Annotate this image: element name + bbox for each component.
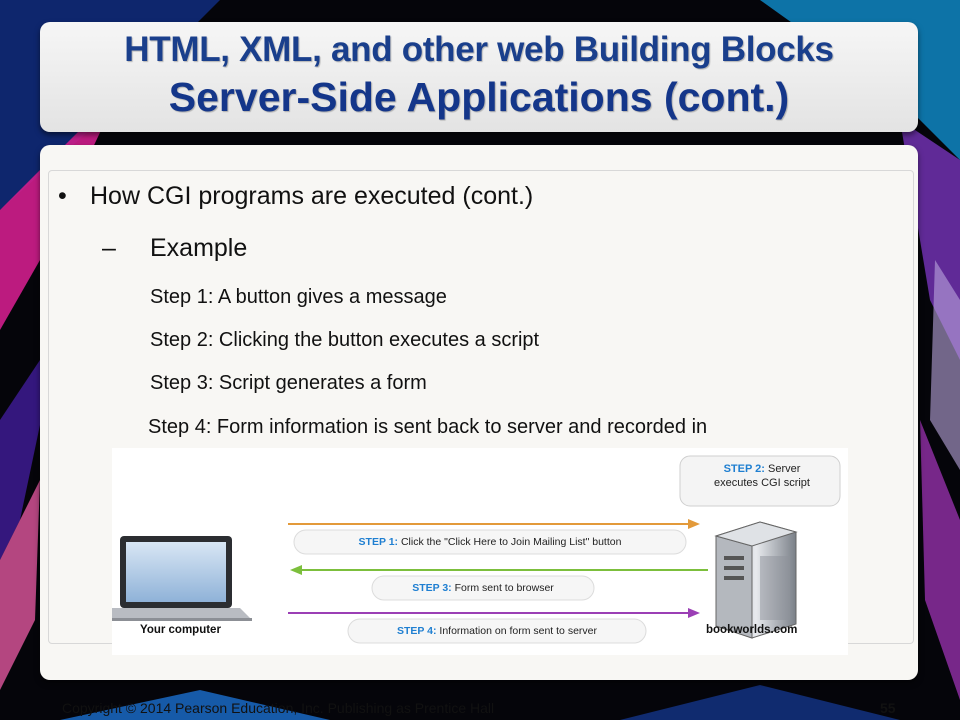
laptop-icon bbox=[112, 536, 252, 621]
step-2-callout bbox=[679, 455, 841, 507]
dash-icon: – bbox=[102, 234, 116, 262]
computer-label: Your computer bbox=[140, 624, 221, 636]
copyright-footer: Copyright © 2014 Pearson Education, Inc.… bbox=[62, 700, 495, 716]
step-3-pill bbox=[371, 575, 595, 601]
step-3-text: Step 3: Script generates a form bbox=[150, 372, 427, 394]
bullet-icon: • bbox=[58, 182, 67, 210]
step-1-label: STEP 1: bbox=[358, 536, 399, 548]
step-2-text-line1: Server bbox=[768, 463, 801, 475]
step-4-text: Step 4: Form information is sent back to… bbox=[148, 416, 708, 438]
cgi-diagram: STEP 2: Server executes CGI script STEP … bbox=[112, 448, 848, 655]
server-icon bbox=[714, 521, 798, 639]
step-1-caption: STEP 1: Click the "Click Here to Join Ma… bbox=[294, 536, 686, 548]
step-1-diagram-text: Click the "Click Here to Join Mailing Li… bbox=[400, 536, 622, 548]
step-3-label: STEP 3: bbox=[412, 582, 452, 594]
sub-bullet-text: Example bbox=[150, 234, 248, 262]
step-2-text: Step 2: Clicking the button executes a s… bbox=[150, 329, 540, 351]
sub-bullet-item: – Example bbox=[102, 234, 247, 263]
slide-subtitle: Server-Side Applications (cont.) bbox=[168, 74, 790, 120]
step-2-caption: STEP 2: Server executes CGI script bbox=[688, 462, 836, 490]
server-label: bookworlds.com bbox=[706, 624, 798, 636]
step-4-caption: STEP 4: Information on form sent to serv… bbox=[348, 625, 646, 637]
step-3-caption: STEP 3: Form sent to browser bbox=[372, 582, 594, 594]
step-2-label: STEP 2: bbox=[723, 463, 765, 475]
step-4-diagram-text: Information on form sent to server bbox=[439, 625, 597, 637]
step-2-text-line2: executes CGI script bbox=[714, 477, 810, 489]
slide-title: HTML, XML, and other web Building Blocks bbox=[124, 30, 834, 69]
bullet-text: How CGI programs are executed (cont.) bbox=[90, 182, 534, 210]
page-number: 55 bbox=[880, 700, 896, 716]
step-4-pill bbox=[347, 618, 647, 644]
title-bar: HTML, XML, and other web Building Blocks… bbox=[40, 22, 918, 132]
step-1-pill bbox=[293, 529, 687, 555]
step-3-diagram-text: Form sent to browser bbox=[454, 582, 554, 594]
bullet-item: • How CGI programs are executed (cont.) bbox=[58, 182, 533, 211]
step-4-label: STEP 4: bbox=[397, 625, 437, 637]
step-1-text: Step 1: A button gives a message bbox=[150, 286, 447, 308]
